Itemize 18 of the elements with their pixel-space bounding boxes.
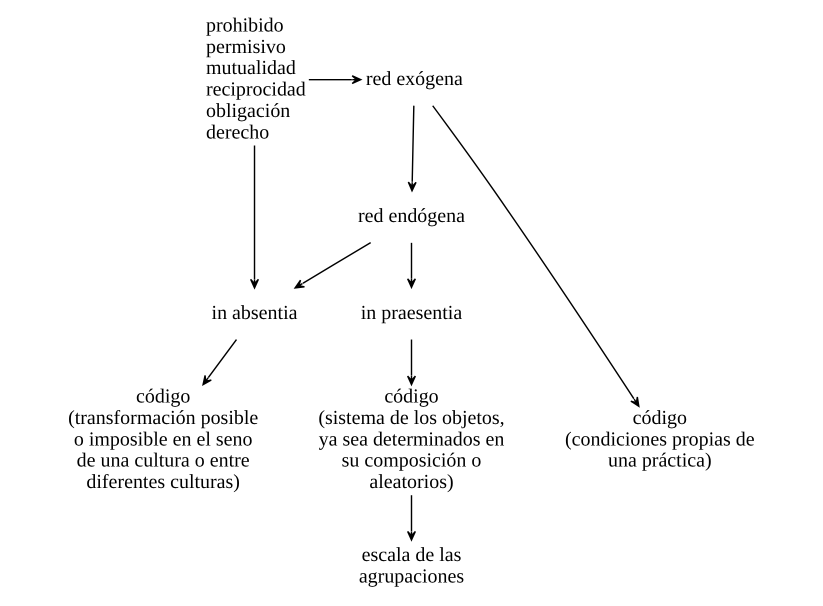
arrow (408, 106, 417, 192)
arrow (406, 340, 416, 386)
node-text: red endógena (358, 204, 466, 227)
arrow (294, 242, 372, 289)
node-text: in praesentia (360, 302, 462, 324)
arrow (406, 242, 416, 288)
node-text: escala de las agrupaciones (358, 544, 464, 588)
arrow (308, 75, 362, 84)
arrow (406, 495, 416, 541)
node-text: código (transformación posible o imposible en el seno de una cultura o entre diferentes culturas) (68, 385, 258, 494)
node-text: prohibido permisivo mutualidad reciprocidad obligación derecho (206, 14, 306, 144)
node-text: in absentia (212, 302, 298, 324)
node-text: red exógena (366, 68, 463, 90)
node-text: código (condiciones propias de una práctica) (564, 406, 755, 472)
arrow (432, 105, 640, 407)
arrow (202, 339, 238, 386)
arrow (250, 146, 260, 289)
node-text: código (sistema de los objetos, ya sea determinados en su composición o aleatorios) (318, 385, 505, 494)
